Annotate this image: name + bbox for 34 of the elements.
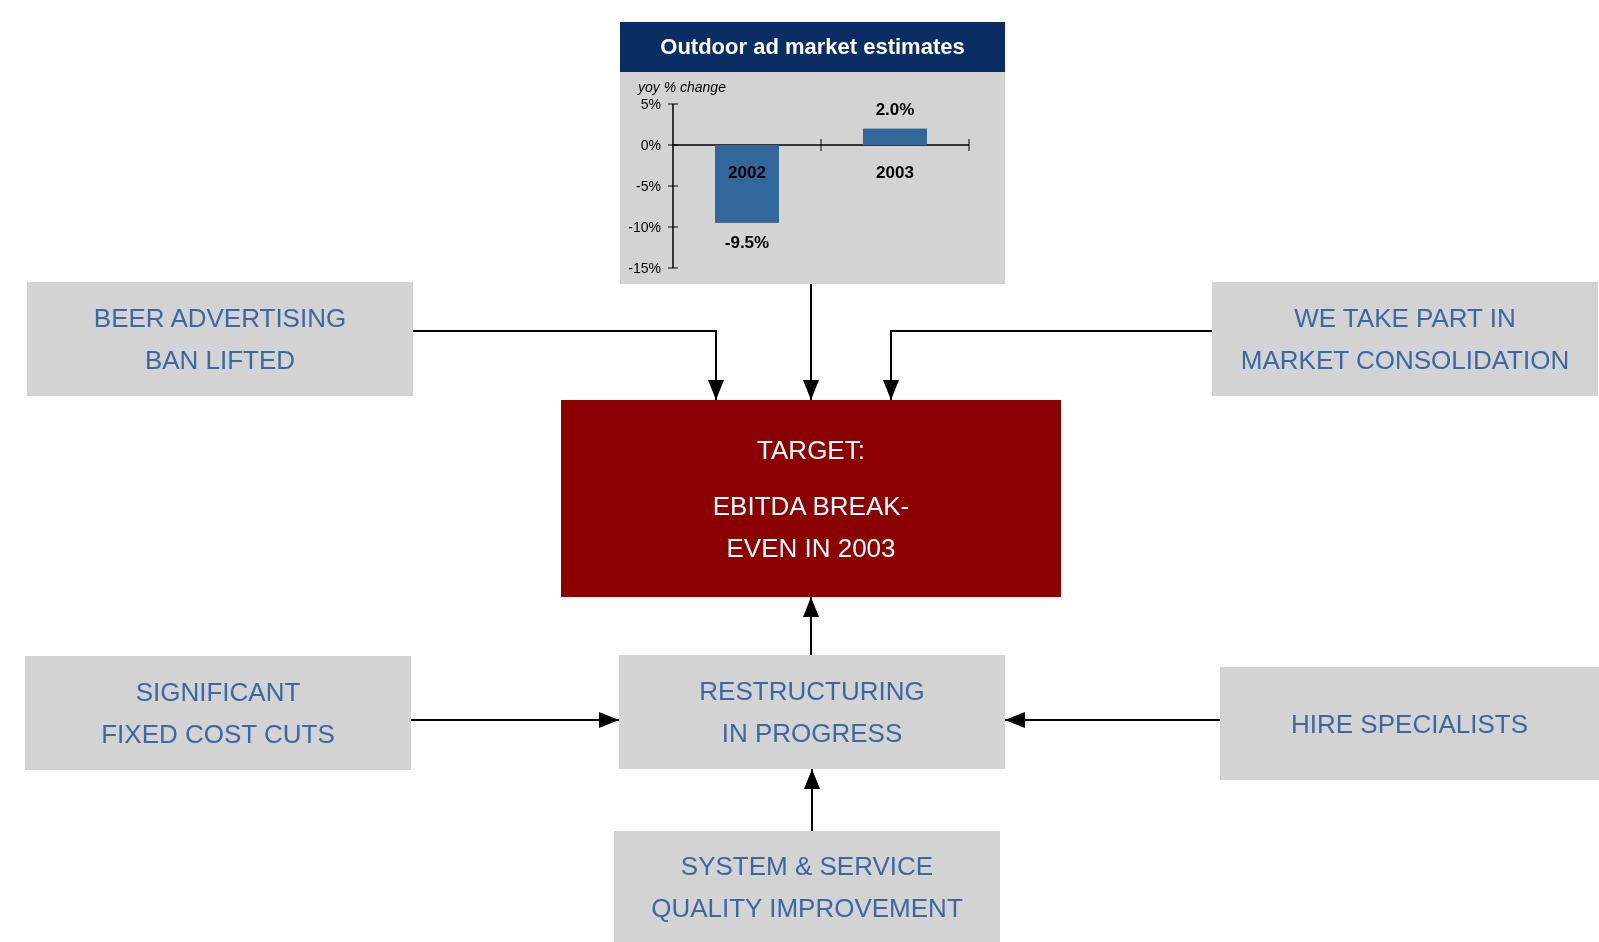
process-box bbox=[1220, 667, 1599, 780]
process-box bbox=[614, 831, 1000, 942]
box-text: RESTRUCTURING IN PROGRESS bbox=[698, 675, 926, 750]
category-label: 2002 bbox=[728, 163, 766, 182]
arrow bbox=[1004, 712, 1221, 728]
axis-tick-label: -5% bbox=[636, 178, 661, 194]
axis-tick-label: 0% bbox=[640, 137, 661, 153]
category-label: 2003 bbox=[876, 163, 914, 182]
axis-tick-label: -10% bbox=[628, 219, 661, 235]
axis-tick-label: -15% bbox=[628, 260, 661, 276]
data-label: 2.0% bbox=[875, 99, 915, 119]
data-label: -9.5% bbox=[724, 232, 770, 252]
arrow bbox=[804, 768, 820, 832]
process-box bbox=[25, 656, 411, 770]
chart-title-bar: Outdoor ad market estimates bbox=[620, 22, 1005, 72]
arrow bbox=[803, 596, 819, 656]
arrow bbox=[803, 283, 819, 401]
arrow bbox=[883, 330, 1213, 401]
chart-panel bbox=[620, 22, 1005, 284]
arrow bbox=[410, 712, 620, 728]
box-text: HIRE SPECIALISTS bbox=[1291, 707, 1528, 741]
process-box bbox=[1212, 282, 1598, 396]
arrow bbox=[412, 330, 724, 401]
axis-tick-label: 5% bbox=[640, 96, 661, 112]
target-box bbox=[561, 400, 1061, 597]
box-text: SYSTEM & SERVICE QUALITY IMPROVEMENT bbox=[650, 849, 964, 925]
axis-title: yoy % change bbox=[638, 79, 726, 95]
box-text: SIGNIFICANT FIXED COST CUTS bbox=[100, 676, 336, 751]
process-box bbox=[619, 655, 1005, 769]
box-text: WE TAKE PART IN MARKET CONSOLIDATION bbox=[1239, 302, 1571, 377]
box-heading: TARGET: bbox=[757, 433, 865, 467]
box-text: BEER ADVERTISING BAN LIFTED bbox=[92, 302, 348, 377]
process-box bbox=[27, 282, 413, 396]
box-text: EBITDA BREAK-EVEN IN 2003 bbox=[711, 489, 911, 565]
